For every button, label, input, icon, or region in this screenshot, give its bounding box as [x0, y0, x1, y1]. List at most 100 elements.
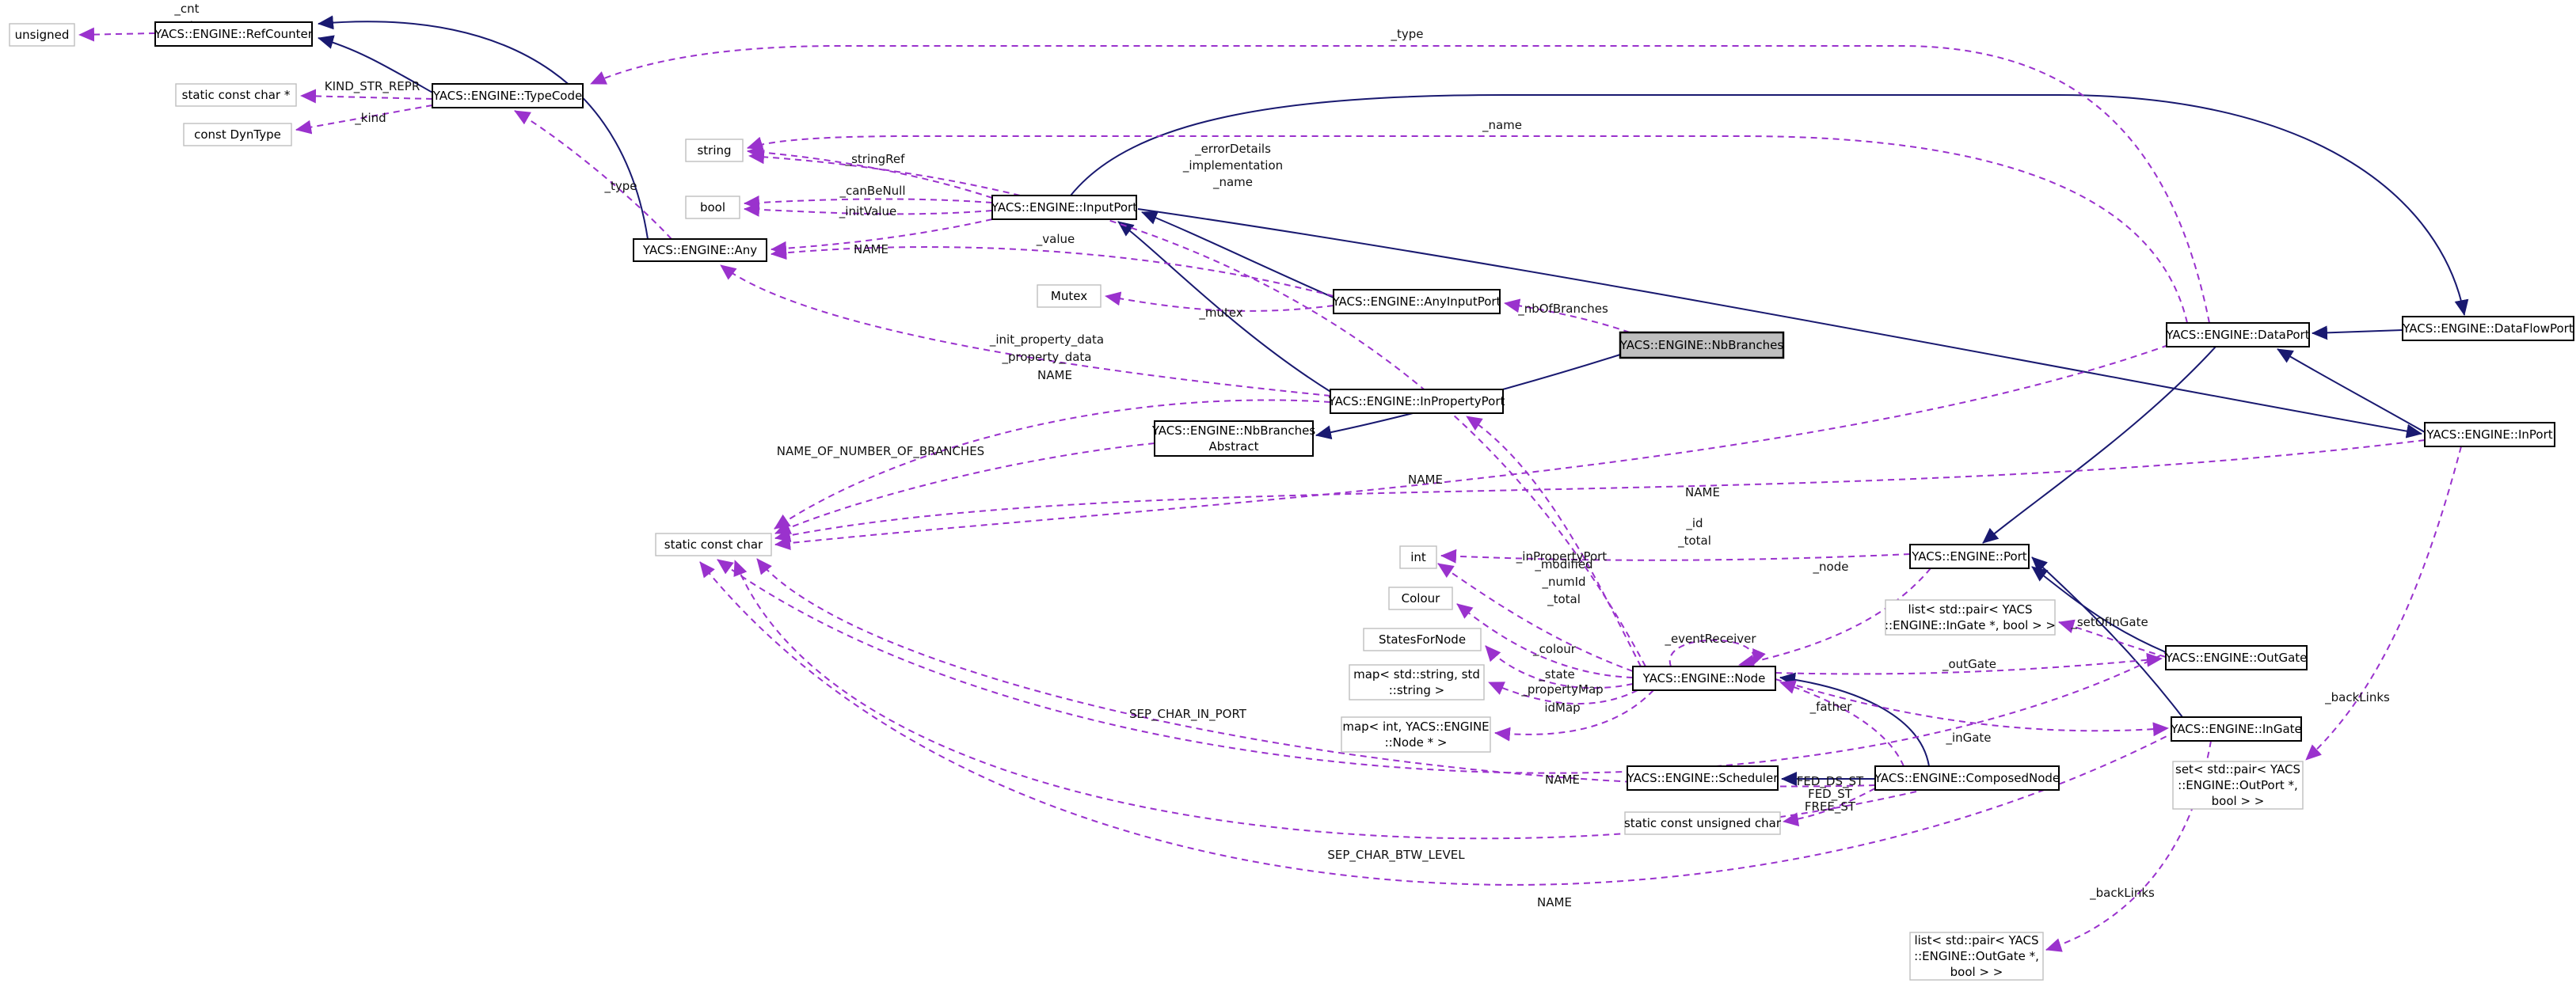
class-node-box-list-pair-outgate [1909, 932, 2044, 981]
class-node-composednode[interactable]: YACS::ENGINE::ComposedNode [1874, 765, 2060, 791]
class-node-colour: Colour [1388, 587, 1453, 610]
class-node-label-port: YACS::ENGINE::Port [1911, 549, 2027, 564]
edge-inpropertyport-to-static-const-char [774, 399, 1331, 530]
class-node-box-dataport[interactable] [2166, 322, 2310, 347]
class-node-label-outgate: YACS::ENGINE::OutGate [2165, 651, 2308, 665]
class-node-string: string [685, 139, 744, 162]
class-node-map-string-string: map< std::string, std::string > [1349, 664, 1485, 701]
class-node-refcounter[interactable]: YACS::ENGINE::RefCounter [154, 21, 314, 47]
class-node-box-inpropertyport[interactable] [1330, 389, 1504, 414]
class-node-label-map-string-string: map< std::string, std::string > [1353, 667, 1480, 697]
edge-label--type: _type [603, 179, 637, 194]
class-node-scheduler[interactable]: YACS::ENGINE::Scheduler [1627, 765, 1779, 791]
class-node-unsigned: unsigned [9, 23, 75, 47]
class-node-box-composednode[interactable] [1874, 765, 2060, 791]
class-node-box-refcounter[interactable] [154, 21, 313, 47]
edge-inputport-to-dataflowport [1070, 94, 2469, 316]
edge-label--backlinks: _backLinks [2324, 690, 2390, 705]
class-node-anyinputport[interactable]: YACS::ENGINE::AnyInputPort [1332, 289, 1501, 314]
edge-label--eventreceiver: _eventReceiver [1664, 632, 1756, 647]
class-node-label-scheduler: YACS::ENGINE::Scheduler [1627, 771, 1779, 785]
class-node-box-colour [1388, 587, 1453, 610]
class-node-label-bool: bool [700, 200, 725, 215]
edge-ingate-to-static-const-char [699, 561, 2177, 886]
class-node-label-ingate: YACS::ENGINE::InGate [2170, 722, 2302, 736]
class-node-box-nbbranchesabstract[interactable] [1154, 420, 1314, 457]
edge-node-to-string [748, 150, 1646, 667]
class-node-node[interactable]: YACS::ENGINE::Node [1632, 666, 1776, 691]
class-node-box-set-pair-outport [2172, 761, 2304, 810]
edge-anyinputport-to-any [771, 245, 1334, 297]
class-node-any[interactable]: YACS::ENGINE::Any [633, 238, 767, 262]
class-node-box-map-string-string [1349, 664, 1485, 701]
class-node-inport[interactable]: YACS::ENGINE::InPort [2424, 422, 2555, 447]
edge-label--stringref: _stringRef [845, 152, 906, 167]
class-node-label-const-dyntype: const DynType [194, 127, 281, 142]
class-node-box-inputport[interactable] [991, 195, 1137, 220]
class-node-dataflowport[interactable]: YACS::ENGINE::DataFlowPort [2402, 316, 2574, 341]
edge-label-name: NAME [1545, 773, 1580, 787]
edge-refcounter-to-unsigned [78, 27, 156, 42]
class-node-box-ingate[interactable] [2171, 716, 2302, 742]
class-node-box-mutex [1037, 284, 1102, 308]
class-node-set-pair-outport: set< std::pair< YACS::ENGINE::OutPort *,… [2172, 761, 2304, 810]
edge-node-to-map-int-node [1494, 689, 1654, 742]
edge-outgate-to-static-const-char [717, 559, 2171, 774]
edge-outgate-to-port [2031, 566, 2167, 653]
edge-label--name: _name [1482, 118, 1522, 133]
class-node-dataport[interactable]: YACS::ENGINE::DataPort [2165, 322, 2310, 347]
class-node-label-inport: YACS::ENGINE::InPort [2426, 427, 2552, 442]
edge-label--init-property-data: _init_property_data_property_data [989, 332, 1104, 365]
edge-nbbranchesabstract-to-static-const-char [774, 442, 1155, 534]
edge-label-idmap: idMap [1544, 701, 1580, 715]
edge-node-to-ingate [1775, 678, 2169, 737]
class-node-mutex: Mutex [1037, 284, 1102, 308]
class-node-box-anyinputport[interactable] [1333, 289, 1501, 314]
class-node-box-static-const-char [655, 533, 772, 556]
edge-dataport-to-port [1982, 346, 2216, 544]
edge-node-to-int [1437, 563, 1634, 672]
class-node-label-unsigned: unsigned [15, 28, 70, 42]
class-node-box-map-int-node [1341, 716, 1491, 753]
edge-label-sep-char-in-port: SEP_CHAR_IN_PORT [1129, 707, 1247, 722]
edge-inputport-to-inport [1137, 208, 2422, 439]
class-node-label-inpropertyport: YACS::ENGINE::InPropertyPort [1328, 394, 1505, 408]
class-node-label-anyinputport: YACS::ENGINE::AnyInputPort [1332, 294, 1501, 309]
class-node-label-colour: Colour [1402, 591, 1441, 606]
class-node-typecode[interactable]: YACS::ENGINE::TypeCode [432, 83, 584, 108]
class-node-box-inport[interactable] [2424, 422, 2555, 447]
edge-inputport-to-bool-initvalue [744, 202, 993, 217]
class-node-box-node[interactable] [1632, 666, 1776, 691]
edge-typecode-to-static-const-char-ptr [300, 89, 433, 104]
edge-label--backlinks: _backLinks [2089, 886, 2155, 901]
class-node-box-dataflowport[interactable] [2402, 316, 2574, 341]
class-node-static-const-char: static const char [655, 533, 772, 556]
class-node-label-dataflowport: YACS::ENGINE::DataFlowPort [2402, 321, 2574, 336]
edge-label--propertymap: _propertyMap [1520, 682, 1603, 697]
edge-label-name: NAME [854, 242, 888, 256]
class-node-outgate[interactable]: YACS::ENGINE::OutGate [2165, 645, 2308, 670]
edge-label--type: _type [1390, 27, 1423, 42]
class-node-box-typecode[interactable] [432, 83, 584, 108]
class-node-label-static-const-char-ptr: static const char * [182, 88, 291, 102]
edge-dataport-to-string-name [747, 135, 2188, 324]
class-node-label-refcounter: YACS::ENGINE::RefCounter [154, 27, 314, 41]
class-node-map-int-node: map< int, YACS::ENGINE::Node * > [1341, 716, 1491, 753]
class-node-inpropertyport[interactable]: YACS::ENGINE::InPropertyPort [1328, 389, 1505, 414]
class-node-box-const-dyntype [183, 123, 292, 146]
class-node-box-outgate[interactable] [2165, 645, 2308, 670]
class-node-port[interactable]: YACS::ENGINE::Port [1909, 544, 2030, 569]
class-node-ingate[interactable]: YACS::ENGINE::InGate [2170, 716, 2302, 742]
class-node-box-scheduler[interactable] [1627, 765, 1779, 791]
class-node-box-any[interactable] [633, 238, 767, 262]
class-node-box-port[interactable] [1909, 544, 2030, 569]
class-node-nbbranches[interactable]: YACS::ENGINE::NbBranches [1619, 331, 1785, 359]
class-node-inputport[interactable]: YACS::ENGINE::InputPort [991, 195, 1137, 220]
edge-dataport-to-typecode-type [590, 45, 2210, 324]
class-node-box-nbbranches[interactable] [1619, 331, 1785, 359]
